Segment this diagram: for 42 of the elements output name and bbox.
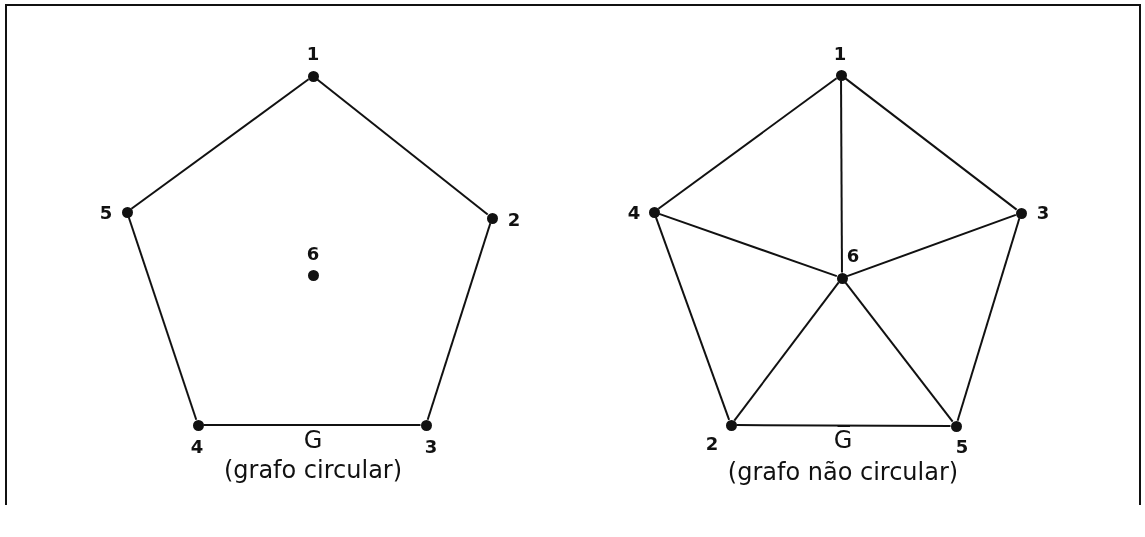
graph-edge <box>654 216 731 421</box>
graph-caption: (grafo circular) <box>223 456 403 484</box>
vertex-dot <box>1015 207 1027 219</box>
vertex-label: 3 <box>424 437 438 457</box>
vertex-label: 5 <box>99 203 113 223</box>
vertex-label: 6 <box>846 246 860 266</box>
vertex-label: 1 <box>833 44 847 64</box>
graph-edge <box>735 424 952 427</box>
graph-edge <box>658 212 838 278</box>
graph-edge <box>657 77 838 210</box>
vertex-dot <box>648 206 660 218</box>
graph-edge <box>426 222 492 421</box>
vertex-dot <box>836 272 848 284</box>
vertex-dot <box>307 269 319 281</box>
vertex-dot <box>486 212 498 224</box>
graph-edge <box>840 79 843 274</box>
vertex-label: 6 <box>306 244 320 264</box>
graph-edge <box>733 281 840 422</box>
graph-edge <box>846 213 1017 278</box>
vertex-label: 3 <box>1036 203 1050 223</box>
graph-edge <box>202 424 422 426</box>
vertex-dot <box>192 419 204 431</box>
vertex-label: 2 <box>705 434 719 454</box>
vertex-dot <box>121 206 133 218</box>
graph-caption: (grafo não circular) <box>727 458 959 486</box>
vertex-dot <box>950 420 962 432</box>
vertex-label: 4 <box>627 203 641 223</box>
vertex-dot <box>725 419 737 431</box>
vertex-dot <box>835 69 847 81</box>
vertex-label: 1 <box>306 44 320 64</box>
graph-edge <box>844 77 1018 211</box>
graph-edge <box>316 78 489 216</box>
vertex-dot <box>307 70 319 82</box>
graph-edge <box>130 78 310 210</box>
vertex-dot <box>420 419 432 431</box>
graph-name: G <box>303 426 323 454</box>
vertex-label: 5 <box>955 437 969 457</box>
graph-edge <box>844 281 954 423</box>
vertex-label: 2 <box>507 210 521 230</box>
graph-edge <box>956 217 1021 422</box>
graph-edge <box>127 216 198 421</box>
vertex-label: 4 <box>190 437 204 457</box>
